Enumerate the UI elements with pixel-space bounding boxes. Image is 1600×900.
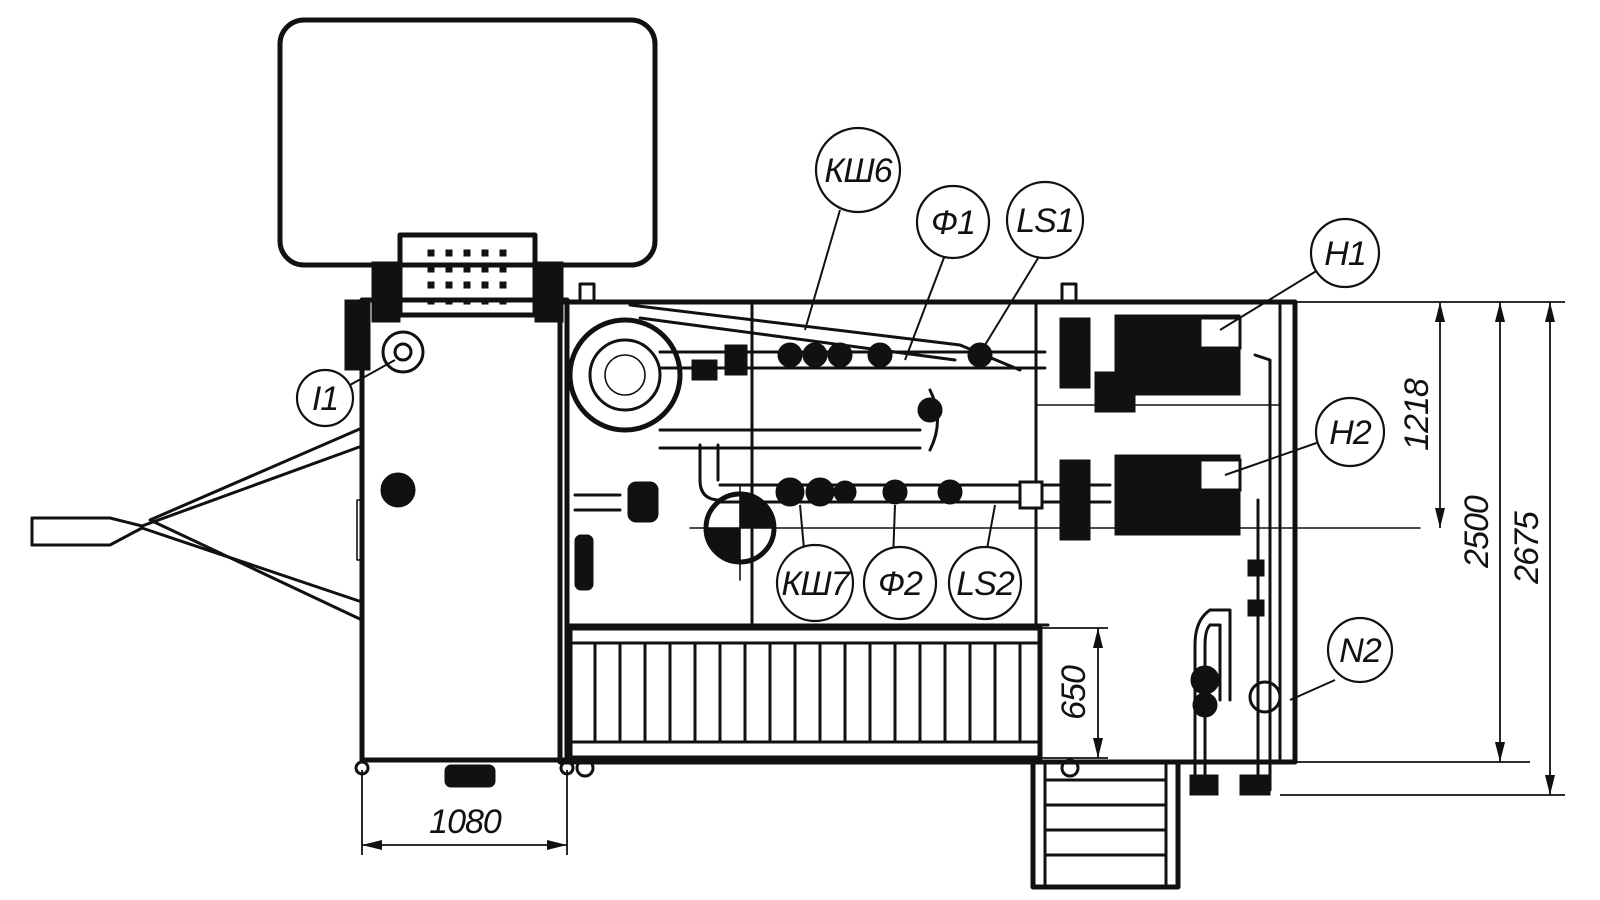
stairs xyxy=(1030,759,1181,890)
dimension-label-650: 650 xyxy=(1055,665,1093,720)
dimension-1218: 1218 xyxy=(1295,301,1565,528)
dimension-label-2675: 2675 xyxy=(1508,511,1546,585)
callout-ksh7: КШ7 xyxy=(775,543,855,623)
vertical-riser xyxy=(1189,353,1282,796)
callout-label-n2-bottom: N2 xyxy=(1339,632,1382,670)
callout-n2-bottom: N2 xyxy=(1326,616,1394,684)
dimension-label-1218: 1218 xyxy=(1398,378,1436,451)
callout-i1: I1 xyxy=(295,368,355,428)
callout-label-ls2: LS2 xyxy=(956,565,1015,603)
lower-pipeline xyxy=(573,443,1421,591)
dimension-2500: 2500 xyxy=(1295,302,1530,763)
dimension-1080: 1080 xyxy=(361,770,568,855)
platform-grating xyxy=(567,625,1080,778)
dimension-label-1080: 1080 xyxy=(429,803,502,841)
callout-ksh6: КШ6 xyxy=(814,126,902,214)
upper-pipeline xyxy=(567,303,1242,452)
top-cabinet xyxy=(277,17,658,268)
dimension-650: 650 xyxy=(1040,627,1108,759)
callout-label-i1: I1 xyxy=(312,380,338,418)
callout-label-ls1: LS1 xyxy=(1016,202,1074,240)
left-compartment xyxy=(344,232,575,788)
callout-n1: Н1 xyxy=(1309,217,1381,289)
callout-ls2: LS2 xyxy=(947,545,1023,621)
callout-label-ksh7: КШ7 xyxy=(781,565,850,603)
callout-n2-right: Н2 xyxy=(1314,396,1386,468)
callout-f2: Ф2 xyxy=(862,545,938,621)
dimension-2675: 2675 xyxy=(1280,302,1565,796)
callout-label-f2: Ф2 xyxy=(878,565,923,603)
callout-label-ksh6: КШ6 xyxy=(824,152,892,190)
callout-f1: Ф1 xyxy=(915,184,991,260)
callout-label-n1: Н1 xyxy=(1324,235,1365,273)
tow-drawbar xyxy=(30,426,364,622)
callout-label-f1: Ф1 xyxy=(931,204,975,242)
callout-label-n2-right: Н2 xyxy=(1329,414,1372,452)
callout-ls1: LS1 xyxy=(1005,180,1085,260)
dimension-label-2500: 2500 xyxy=(1458,495,1496,569)
